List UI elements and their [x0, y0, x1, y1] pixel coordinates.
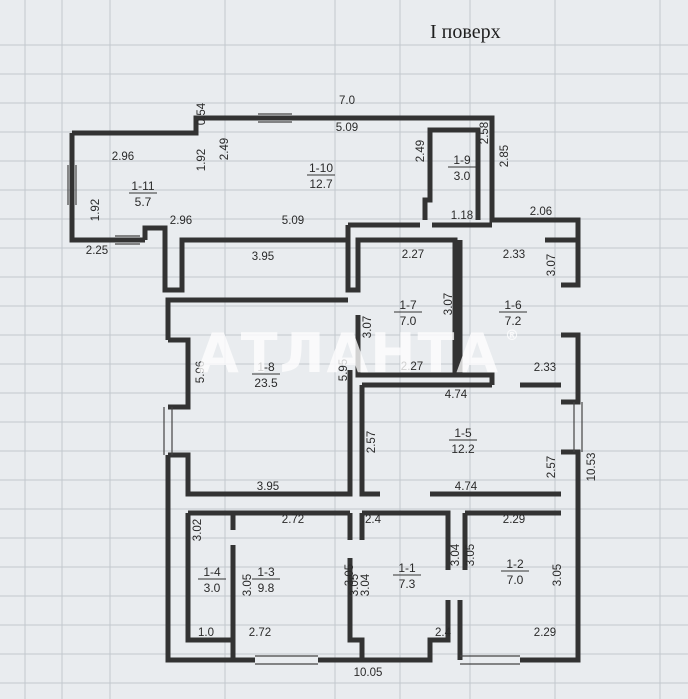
room-area: 7.3	[399, 577, 416, 591]
dimension-label: 1.0	[198, 627, 214, 639]
windows	[67, 113, 583, 665]
dimension-label: 4.74	[445, 389, 468, 401]
room-area: 5.7	[135, 195, 152, 209]
room-area: 12.2	[451, 442, 475, 456]
dimension-label: 2.96	[170, 215, 192, 227]
labels: 1-11 5.7 1-10 12.7 1-9 3.0 1-7 7.0 1-6 7.2 1-8 23.5…	[86, 95, 598, 679]
room-area: 7.0	[507, 573, 524, 587]
dimension-label: 3.07	[443, 293, 455, 315]
dimension-label: 5.09	[336, 122, 358, 134]
dimension-label: 2.4	[435, 627, 452, 639]
dimension-label: 4.74	[455, 481, 478, 493]
floor-title: I поверх	[430, 21, 501, 43]
dimension-label: 3.05	[344, 564, 356, 586]
dimension-label: 2.33	[534, 362, 556, 374]
room-area: 3.0	[204, 581, 221, 595]
dimension-label: 1.92	[196, 149, 208, 171]
room-area: 7.0	[400, 314, 417, 328]
dimension-label: 2.72	[249, 627, 271, 639]
dimension-label: 2.85	[499, 145, 511, 167]
room-number: 1-3	[257, 565, 275, 579]
dimension-label: 2.29	[534, 627, 556, 639]
room-number: 1-5	[454, 426, 472, 440]
walls	[69, 115, 581, 663]
dimension-label: 3.05	[552, 564, 564, 586]
dimension-label: 3.02	[192, 519, 204, 541]
dimension-label: 1.18	[451, 210, 473, 222]
dimension-label: 5.96	[195, 361, 207, 383]
room-area: 9.8	[258, 581, 275, 595]
dimension-label: 2.25	[86, 245, 108, 257]
dimension-label: 10.05	[354, 667, 383, 679]
dimension-label: 2.49	[415, 140, 427, 162]
dimension-label: 5.09	[282, 215, 304, 227]
dimension-label: 3.95	[257, 481, 279, 493]
room-area: 12.7	[309, 177, 333, 191]
dimension-label: 3.04	[450, 543, 462, 566]
dimension-label: 3.05	[465, 544, 477, 566]
dimension-label: 2.27	[402, 249, 424, 261]
dimension-label: 2.96	[112, 151, 134, 163]
room-area: 3.0	[454, 169, 471, 183]
dimension-label: 7.0	[339, 95, 355, 107]
dimension-label: 3.07	[546, 254, 558, 276]
dimension-label: 3.05	[242, 574, 254, 596]
room-number: 1-2	[506, 557, 524, 571]
dimension-label: 2.57	[366, 431, 378, 453]
dimension-label: 2.58	[479, 122, 491, 144]
watermark-registered-mark: ®	[505, 328, 521, 344]
dimension-label: 1.92	[90, 199, 102, 221]
dimension-label: 5.95	[338, 359, 350, 381]
watermark-logo: АТЛАНТА	[197, 322, 500, 385]
dimension-label: 2.27	[401, 361, 423, 373]
room-number: 1-4	[203, 565, 221, 579]
dimension-label: 10.53	[586, 453, 598, 482]
dimension-label: 2.72	[282, 514, 304, 526]
room-area: 23.5	[254, 376, 278, 390]
room-number: 1-9	[453, 153, 471, 167]
dimension-label: 2.29	[503, 514, 525, 526]
room-number: 1-6	[504, 298, 522, 312]
dimension-label: 2.4	[365, 514, 382, 526]
dimension-label: 2.49	[219, 138, 231, 160]
room-number: 1-8	[257, 360, 275, 374]
dimension-label: 2.33	[503, 249, 525, 261]
dimension-label: 3.04	[360, 573, 372, 596]
room-number: 1-10	[309, 161, 333, 175]
dimension-label: 2.57	[546, 456, 558, 478]
room-number: 1-7	[399, 298, 417, 312]
room-area: 7.2	[505, 314, 522, 328]
room-number: 1-11	[131, 179, 154, 193]
room-number: 1-1	[398, 561, 416, 575]
dimension-label: 0.54	[196, 102, 208, 125]
dimension-label: 2.06	[530, 206, 552, 218]
dimension-label: 3.05	[349, 574, 361, 596]
dimension-label: 3.07	[362, 316, 374, 338]
dimension-label: 3.95	[252, 251, 274, 263]
